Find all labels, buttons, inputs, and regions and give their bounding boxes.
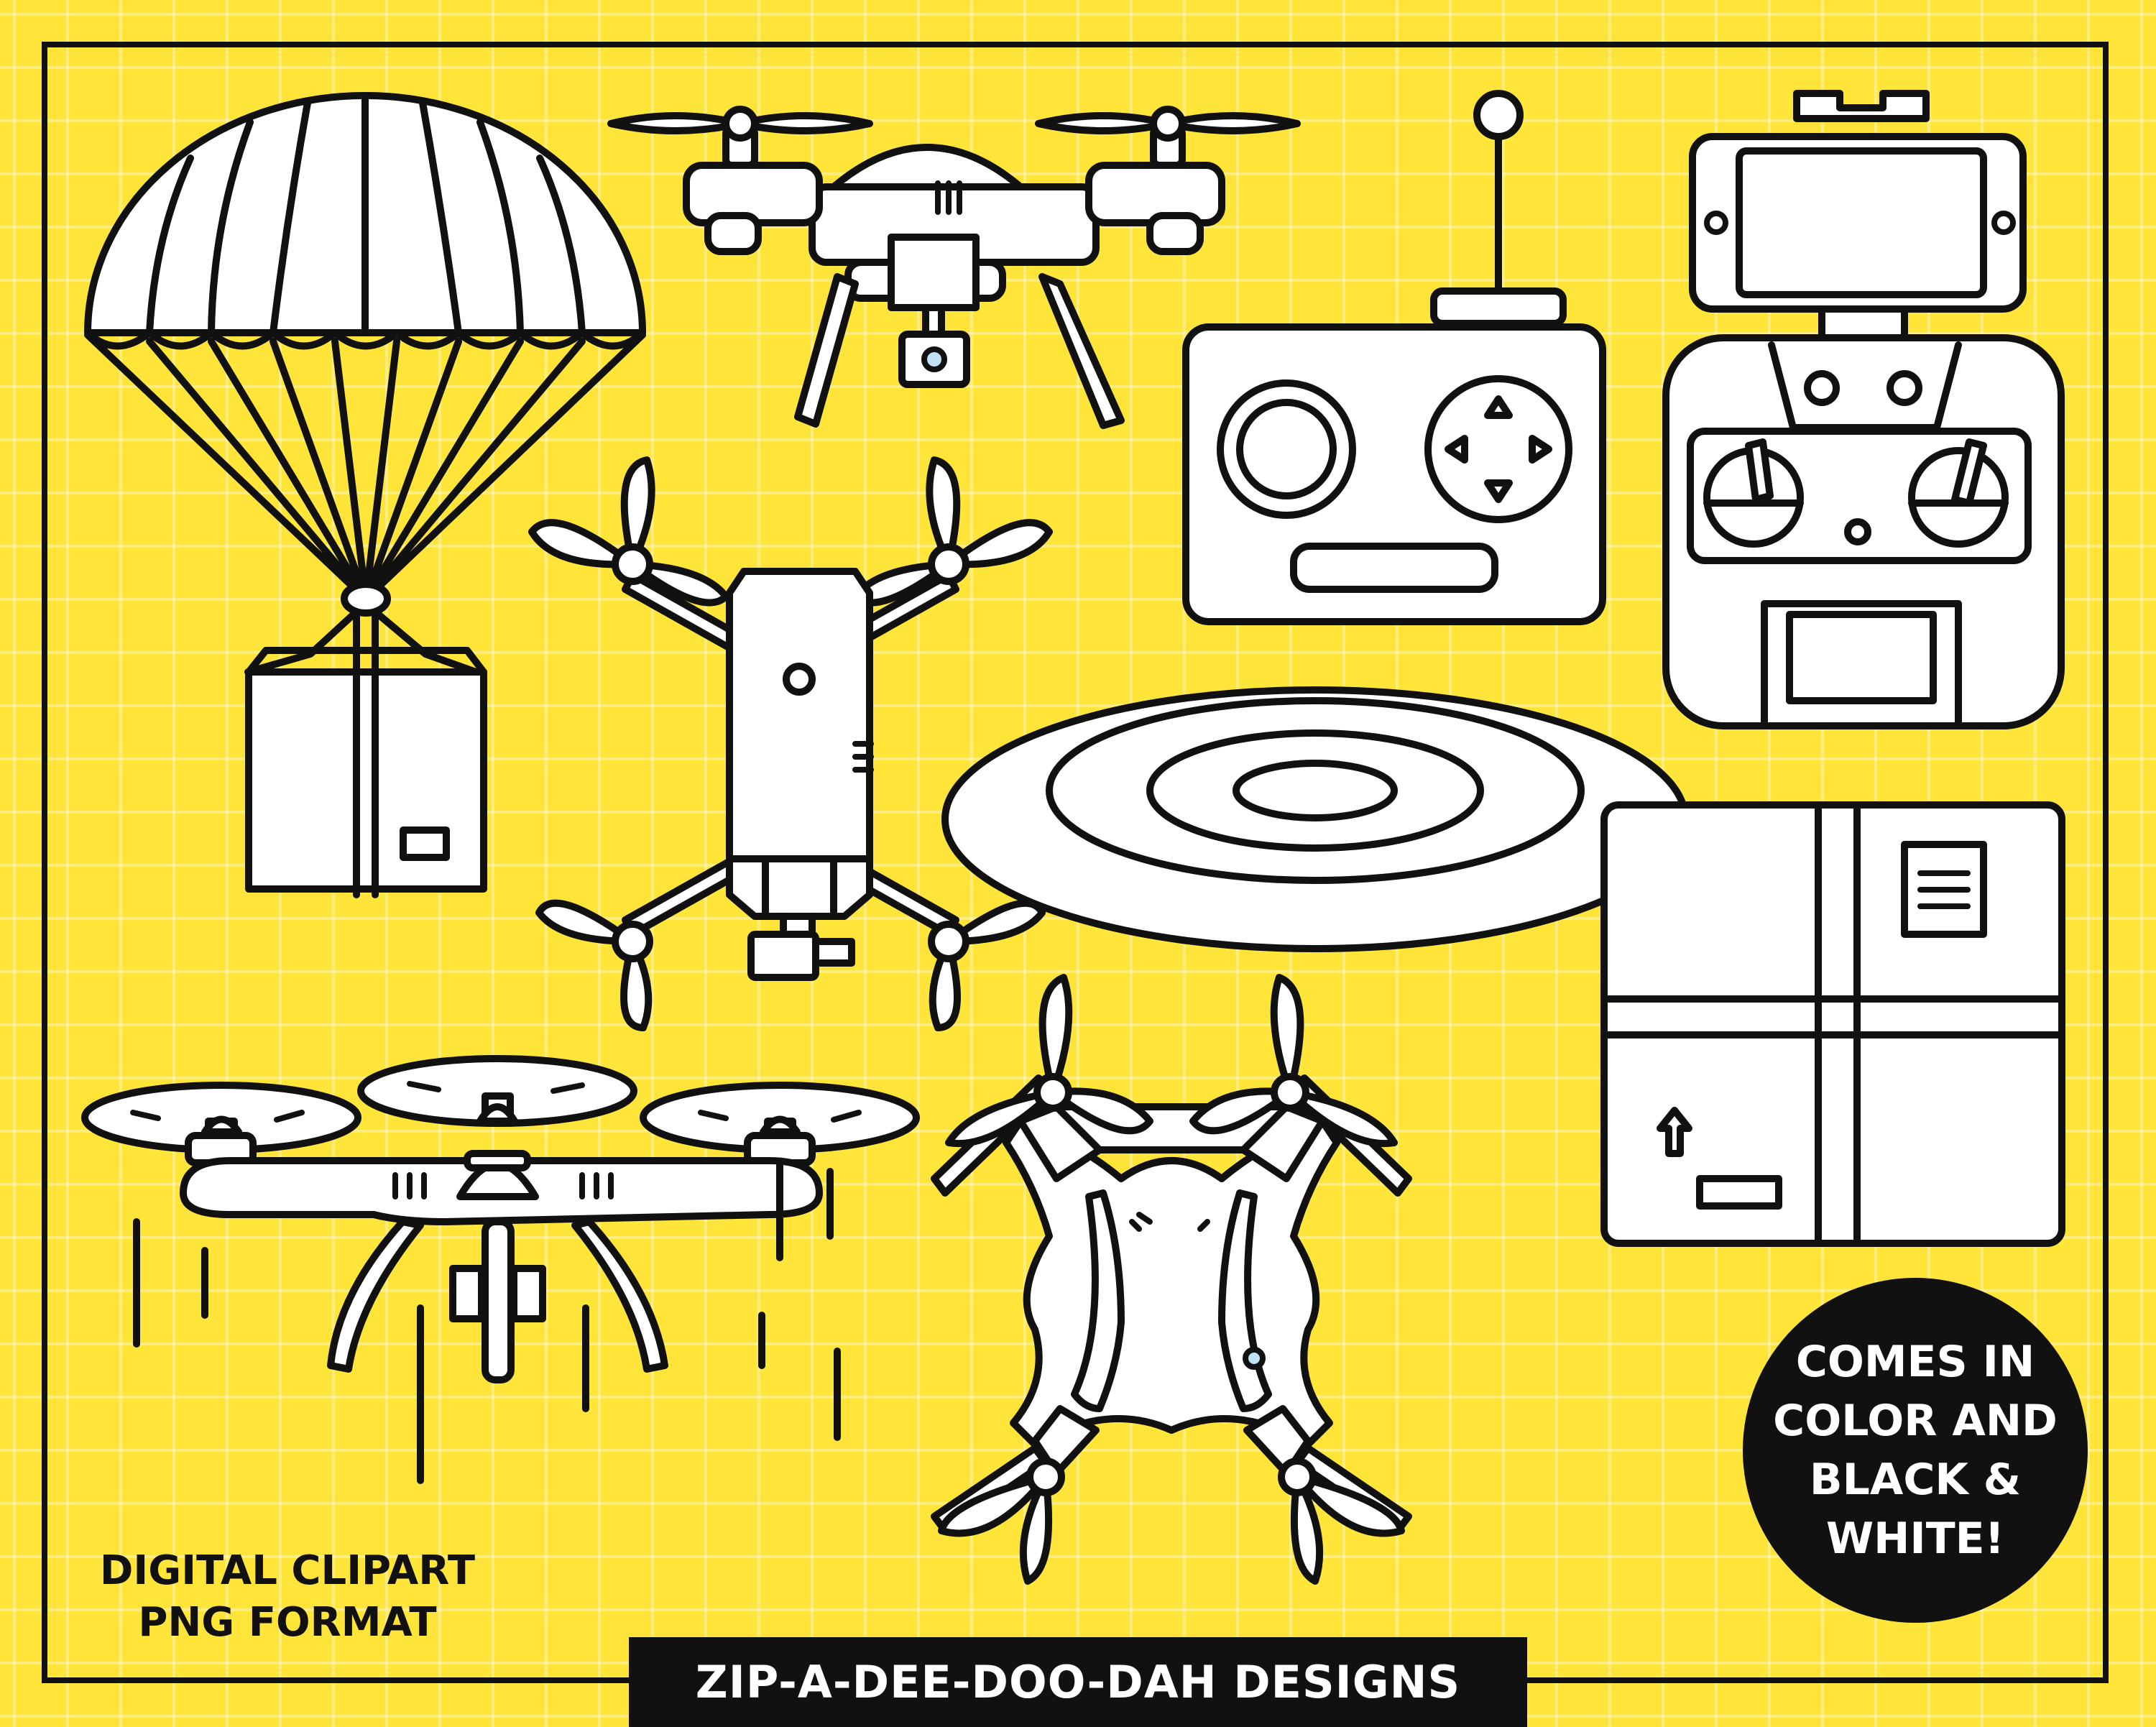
caption-line-1: DIGITAL CLIPART <box>99 1547 476 1594</box>
landing-pad-icon <box>941 686 1689 952</box>
shipping-box-icon <box>1600 801 2065 1247</box>
brand-banner-label: ZIP-A-DEE-DOO-DAH DESIGNS <box>695 1656 1461 1708</box>
badge-line-4: WHITE! <box>1826 1514 2004 1564</box>
radio-remote-icon <box>1182 90 1606 625</box>
flying-delivery-drone-icon <box>81 1055 920 1484</box>
badge-line-2: COLOR AND <box>1773 1396 2058 1446</box>
color-badge: COMES IN COLOR AND BLACK & WHITE! <box>1743 1278 2088 1623</box>
parachute-package-icon <box>84 92 646 898</box>
top-view-drone-icon <box>528 456 1053 1031</box>
camera-drone-icon <box>607 106 1301 429</box>
badge-line-1: COMES IN <box>1795 1337 2035 1387</box>
format-caption: DIGITAL CLIPART PNG FORMAT <box>86 1545 489 1649</box>
phone-remote-controller-icon <box>1662 90 2065 729</box>
badge-line-3: BLACK & <box>1809 1455 2022 1505</box>
quadcopter-drone-icon <box>931 974 1412 1585</box>
caption-line-2: PNG FORMAT <box>138 1599 437 1646</box>
brand-banner: ZIP-A-DEE-DOO-DAH DESIGNS <box>629 1637 1527 1727</box>
